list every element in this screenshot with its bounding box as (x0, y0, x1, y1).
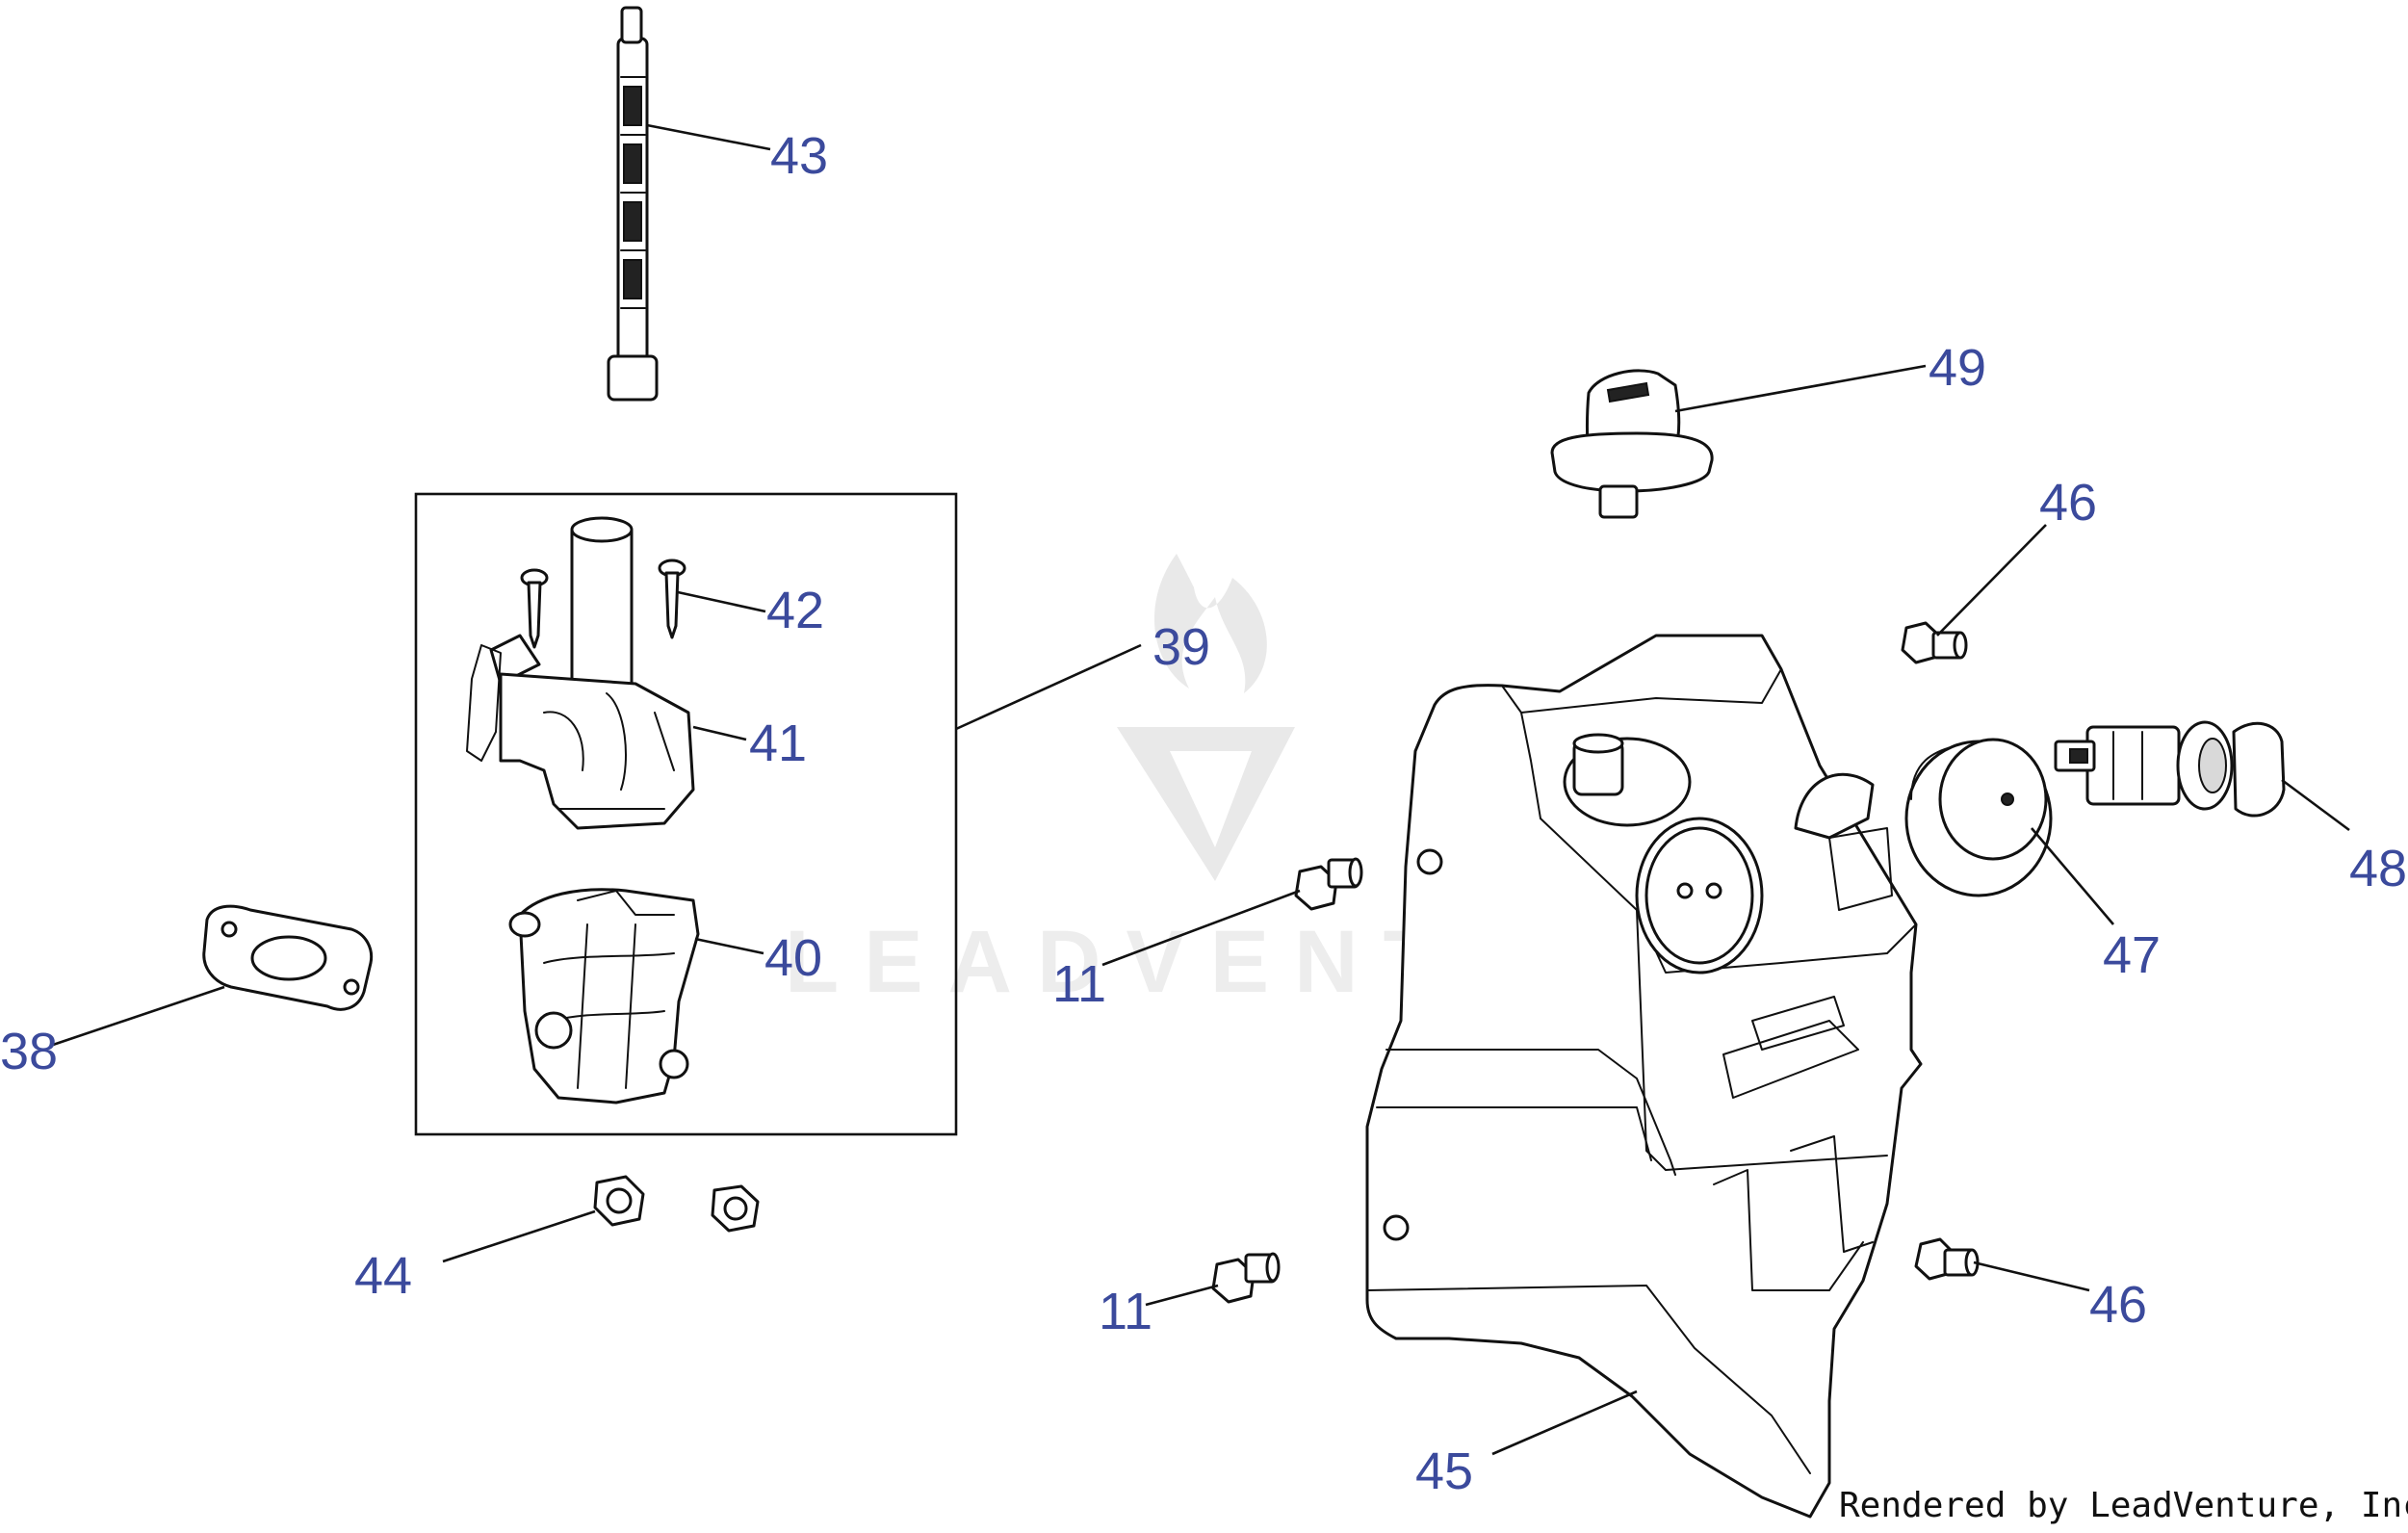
callout-40[interactable]: 40 (764, 929, 822, 987)
kit-39-box (414, 492, 958, 1136)
callout-11-lower[interactable]: 11 (1099, 1283, 1152, 1340)
footer-credit: Rendered by LeadVenture, Inc. (1839, 1486, 2408, 1525)
callout-41[interactable]: 41 (749, 715, 807, 772)
callout-49[interactable]: 49 (1929, 339, 1986, 397)
part-11-bolt-lower[interactable] (1211, 1252, 1281, 1304)
part-47-fuel-cap[interactable] (1904, 738, 2053, 897)
callouts: 43 49 46 42 39 41 48 47 40 11 38 44 11 4… (0, 127, 2407, 1500)
part-11-bolt-upper[interactable] (1294, 857, 1363, 911)
callout-45[interactable]: 45 (1415, 1442, 1473, 1500)
part-42-screws[interactable] (520, 559, 686, 649)
leader-lines (52, 123, 2350, 1456)
callout-42[interactable]: 42 (766, 582, 824, 639)
part-43-filter-screen[interactable] (607, 6, 659, 402)
callout-47[interactable]: 47 (2103, 926, 2161, 984)
part-46-bolt-upper[interactable] (1901, 621, 1968, 664)
part-45-fuel-tank[interactable] (1365, 634, 1923, 1519)
callout-38[interactable]: 38 (0, 1023, 58, 1080)
callout-43[interactable]: 43 (770, 127, 828, 185)
callout-11-upper[interactable]: 11 (1052, 955, 1106, 1013)
callout-39[interactable]: 39 (1152, 618, 1210, 676)
part-44-nuts[interactable] (593, 1175, 760, 1233)
part-38-gasket[interactable] (202, 904, 374, 1011)
part-41-valve-upper[interactable] (466, 516, 695, 830)
callout-44[interactable]: 44 (354, 1247, 412, 1305)
part-48-key-switch[interactable] (2054, 720, 2286, 818)
callout-48[interactable]: 48 (2349, 840, 2407, 897)
part-46-bolt-lower[interactable] (1914, 1237, 1980, 1281)
callout-46-upper[interactable]: 46 (2039, 474, 2097, 532)
callout-46-lower[interactable]: 46 (2089, 1276, 2147, 1334)
part-49-knob[interactable] (1550, 369, 1714, 519)
part-40-valve-lower[interactable] (508, 888, 700, 1104)
